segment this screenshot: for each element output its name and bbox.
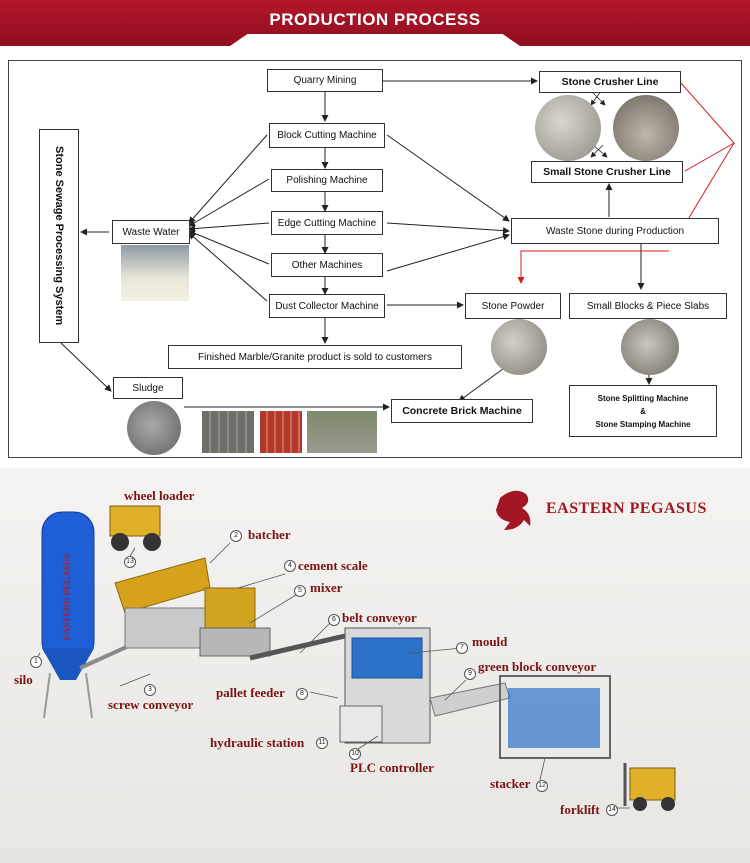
brand-name: EASTERN PEGASUS <box>546 500 707 517</box>
box-stone-powder: Stone Powder <box>465 293 561 319</box>
label-belt-conveyor: belt conveyor <box>342 610 417 625</box>
num-mixer: 5 <box>294 585 306 597</box>
label-wheel-loader: wheel loader <box>124 488 195 503</box>
label-green-block-conveyor: green block conveyor <box>478 659 597 674</box>
box-stone-splitting: Stone Splitting Machine & Stone Stamping… <box>569 385 717 437</box>
banner-notch <box>230 34 520 46</box>
header-banner: PRODUCTION PROCESS <box>0 0 750 46</box>
num-belt-conveyor: 6 <box>328 614 340 626</box>
box-sludge: Sludge <box>113 377 183 399</box>
waste-water-tank-photo <box>121 245 189 301</box>
small-blocks-photo <box>621 319 679 375</box>
crusher-site-photo <box>613 95 679 161</box>
label-mixer: mixer <box>310 580 343 595</box>
label-silo: silo <box>14 672 33 687</box>
box-small-stone-crusher-line: Small Stone Crusher Line <box>531 161 683 183</box>
label-plc-controller: PLC controller <box>350 760 434 775</box>
label-screw-conveyor: screw conveyor <box>108 697 194 712</box>
label-mould: mould <box>472 634 508 649</box>
box-other-machines: Other Machines <box>271 253 383 277</box>
red-bricks-photo <box>260 411 302 453</box>
num-cement-scale: 4 <box>284 560 296 572</box>
splitting-amp: & <box>640 406 646 416</box>
box-dust-collector: Dust Collector Machine <box>269 294 385 318</box>
flow-connectors <box>60 77 735 411</box>
num-plc-controller: 10 <box>349 748 361 760</box>
num-hydraulic-station: 11 <box>316 737 328 749</box>
brick-yard-photo <box>307 411 377 453</box>
label-cement-scale: cement scale <box>298 558 368 573</box>
box-quarry-mining: Quarry Mining <box>267 69 383 92</box>
box-edge-cutting: Edge Cutting Machine <box>271 211 383 235</box>
box-finished-product: Finished Marble/Granite product is sold … <box>168 345 462 369</box>
box-small-blocks: Small Blocks & Piece Slabs <box>569 293 727 319</box>
box-concrete-brick-machine: Concrete Brick Machine <box>391 399 533 423</box>
silo-brand-text: EASTERN PEGASUS <box>62 554 72 641</box>
box-sewage-system: Stone Sewage Processing System <box>39 129 79 343</box>
box-polishing: Polishing Machine <box>271 169 383 192</box>
grey-bricks-photo <box>202 411 254 453</box>
num-batcher: 2 <box>230 530 242 542</box>
block-plant-illustration: EASTERN PEGASUS EASTERN PEGASUS 1 silo 2… <box>0 468 750 863</box>
crushed-stone-photo <box>535 95 601 161</box>
num-forklift: 14 <box>606 804 618 816</box>
stone-powder-photo <box>491 319 547 375</box>
num-wheel-loader: 13 <box>124 556 136 568</box>
label-pallet-feeder: pallet feeder <box>216 685 285 700</box>
splitting-line-2: Stone Stamping Machine <box>595 419 691 429</box>
label-stacker: stacker <box>490 776 531 791</box>
sludge-photo <box>127 401 181 455</box>
splitting-line-1: Stone Splitting Machine <box>597 393 689 403</box>
plant-drawing <box>35 490 676 811</box>
label-batcher: batcher <box>248 527 291 542</box>
box-block-cutting: Block Cutting Machine <box>269 123 385 148</box>
num-pallet-feeder: 8 <box>296 688 308 700</box>
box-waste-water: Waste Water <box>112 220 190 244</box>
num-stacker: 12 <box>536 780 548 792</box>
num-screw-conveyor: 3 <box>144 684 156 696</box>
label-forklift: forklift <box>560 802 600 817</box>
box-stone-crusher-line: Stone Crusher Line <box>539 71 681 93</box>
num-mould: 7 <box>456 642 468 654</box>
num-green-block-conveyor: 9 <box>464 668 476 680</box>
num-silo: 1 <box>30 656 42 668</box>
production-flow-chart: Quarry Mining Block Cutting Machine Poli… <box>8 60 742 458</box>
label-hydraulic-station: hydraulic station <box>210 735 305 750</box>
page-title: PRODUCTION PROCESS <box>269 10 481 29</box>
box-waste-stone: Waste Stone during Production <box>511 218 719 244</box>
